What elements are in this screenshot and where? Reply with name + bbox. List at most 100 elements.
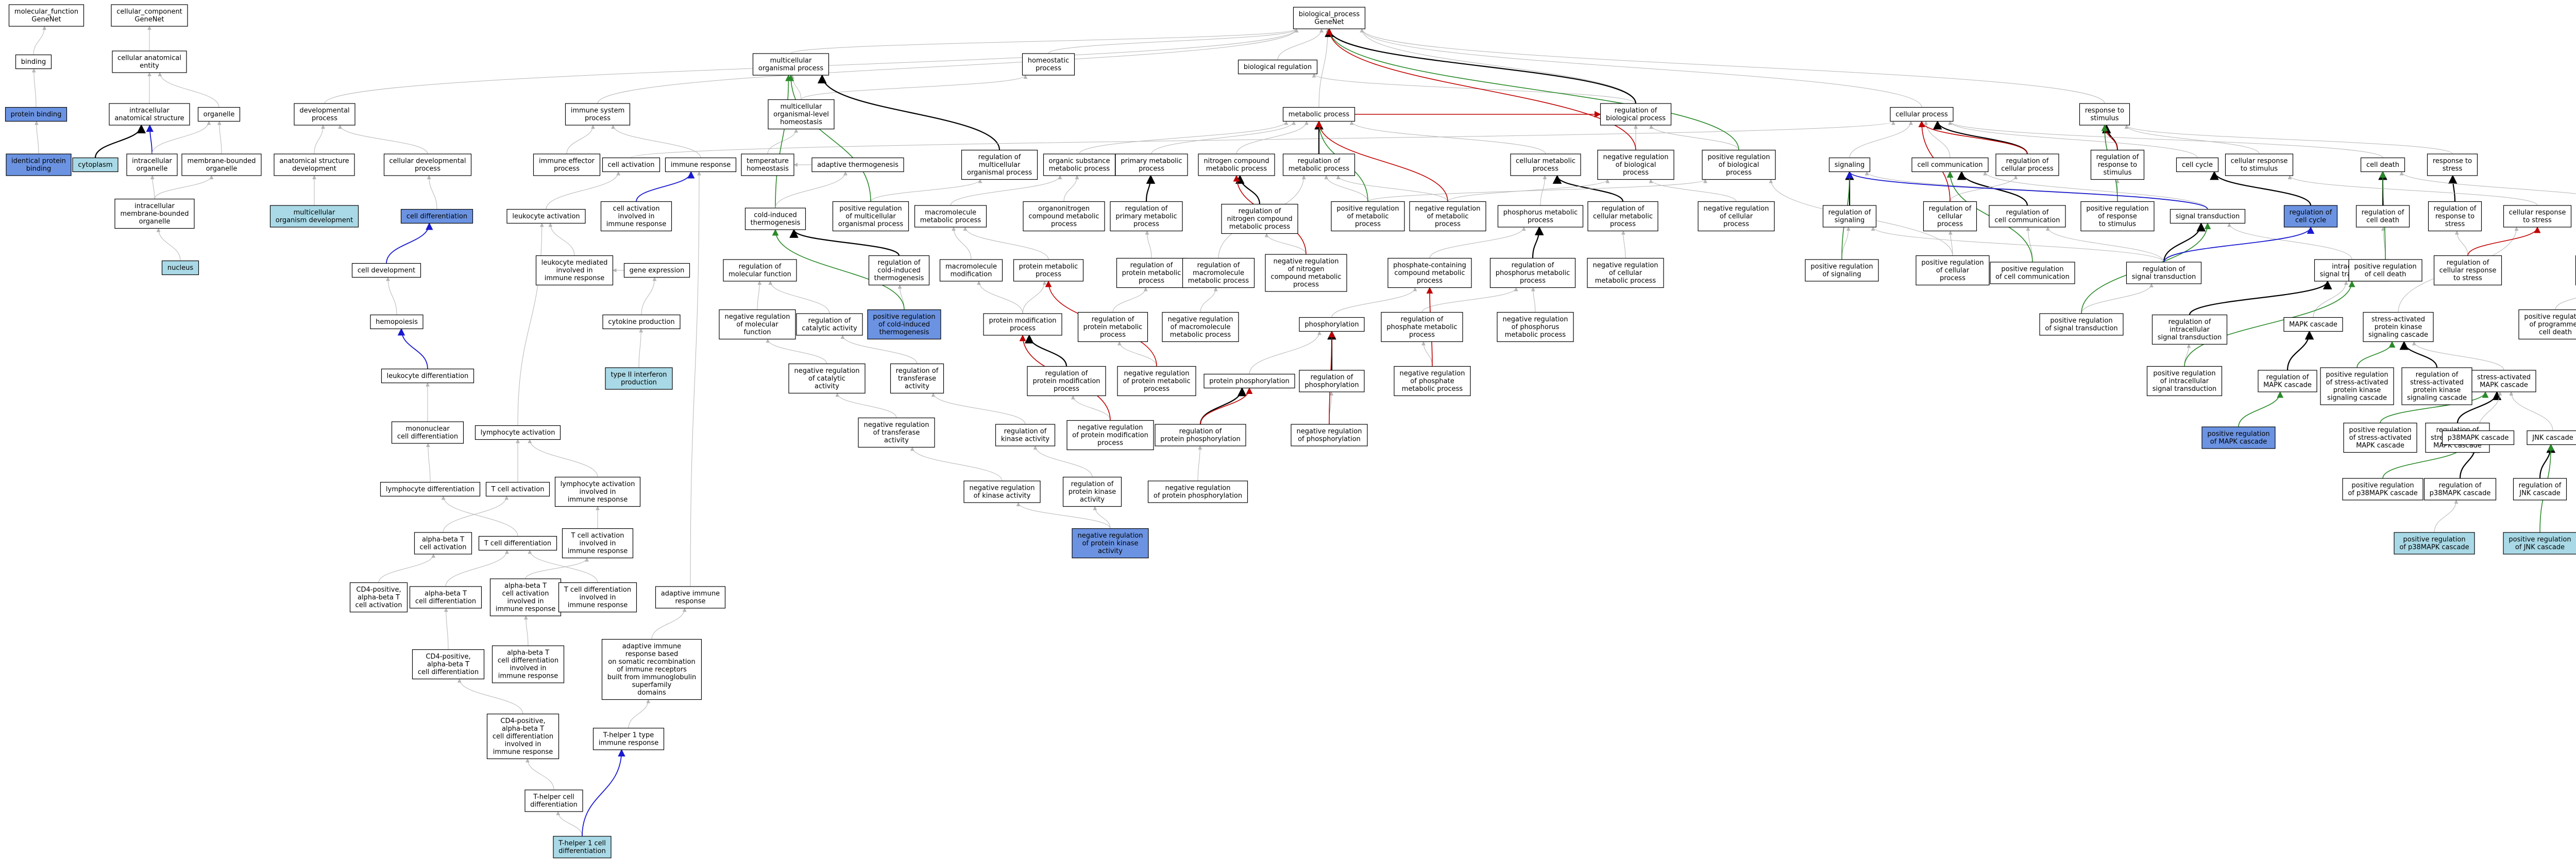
go-term-node-nucleus[interactable]: nucleus [161, 260, 199, 275]
go-term-node-leuact[interactable]: leukocyte activation [506, 209, 586, 224]
go-term-node-breg[interactable]: biological regulation [1238, 59, 1318, 75]
go-term-node-mapk[interactable]: MAPK cascade [2283, 317, 2343, 332]
go-term-node-signaling[interactable]: signaling [1828, 157, 1871, 173]
go-term-node-adth[interactable]: adaptive thermogenesis [811, 157, 904, 173]
go-term-node-sigtrans[interactable]: signal transduction [2170, 209, 2246, 224]
go-term-node-cytoplasm[interactable]: cytoplasm [72, 157, 118, 173]
go-term-node-celldev[interactable]: cell development [351, 263, 421, 278]
go-term-node-lymact[interactable]: lymphocyte activation [474, 425, 561, 440]
go-term-node-tcact[interactable]: T cell activation [485, 481, 550, 497]
go-term-node-leudiff[interactable]: leukocyte differentiation [381, 368, 474, 384]
go-term-node-jnk[interactable]: JNK cascade [2527, 430, 2576, 445]
go-term-node-protphos[interactable]: protein phosphorylation [1204, 373, 1295, 389]
go-term-node-metab[interactable]: metabolic process [1282, 107, 1355, 122]
go-term-node-organelle[interactable]: organelle [197, 107, 241, 122]
go-term-node-cellp[interactable]: cellular process [1890, 107, 1954, 122]
go-term-node-tcdiff[interactable]: T cell differentiation [478, 536, 557, 551]
go-term-node-celldeath[interactable]: cell death [2360, 157, 2405, 173]
go-term-node-celldiff[interactable]: cell differentiation [400, 209, 473, 224]
go-term-node-phos[interactable]: phosphorylation [1299, 317, 1365, 332]
go-term-node-p38[interactable]: p38MAPK cascade [2442, 430, 2515, 445]
go-term-node-protbind[interactable]: protein binding [5, 107, 67, 122]
